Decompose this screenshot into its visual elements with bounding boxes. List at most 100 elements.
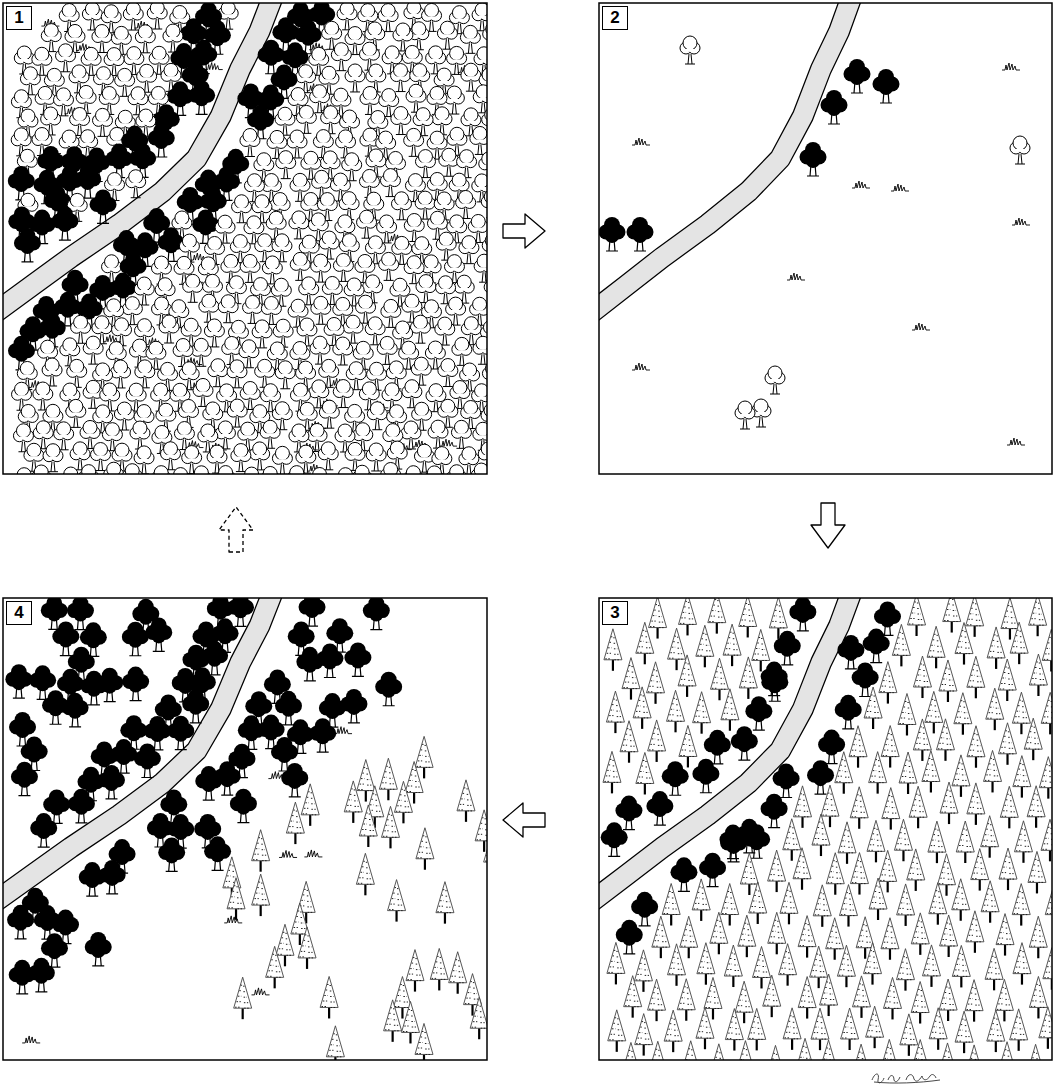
conifer-tree: [711, 658, 729, 700]
conifer-tree: [936, 719, 954, 761]
deciduous-tree: [381, 462, 401, 474]
deciduous-tree: [1010, 136, 1030, 164]
conifer-tree: [320, 976, 338, 1018]
river-bank: [599, 598, 853, 903]
panel-number-box: 4: [6, 601, 32, 625]
deciduous-tree: [231, 444, 251, 472]
deciduous-tree: [296, 105, 316, 133]
panel-frame: [3, 3, 487, 474]
conifer-tree: [986, 688, 1004, 730]
panel-number: 4: [14, 603, 23, 622]
river: [599, 598, 853, 903]
grass-tuft: [22, 1036, 40, 1043]
deciduous-tree: [439, 148, 459, 176]
conifer-tree: [911, 982, 929, 1024]
panel-number: 2: [610, 8, 619, 27]
deciduous-tree: [474, 254, 487, 282]
broadleaf-tree: [863, 629, 890, 663]
broadleaf-tree: [774, 631, 801, 665]
conifer-tree: [954, 693, 972, 735]
conifer-tree: [987, 1010, 1005, 1052]
broadleaf-tree: [145, 617, 172, 651]
conifer-tree: [955, 623, 973, 665]
broadleaf-tree: [344, 642, 371, 676]
deciduous-tree: [391, 107, 411, 135]
conifer-tree: [908, 598, 926, 636]
conifer-tree: [749, 882, 767, 924]
deciduous-tree: [437, 21, 457, 49]
broadleaf-tree: [204, 836, 231, 870]
broadleaf-tree: [601, 822, 628, 856]
conifer-tree: [864, 687, 882, 729]
deciduous-tree: [352, 465, 372, 474]
deciduous-tree: [470, 126, 487, 154]
conifer-tree: [384, 1000, 402, 1042]
conifer-tree: [388, 880, 406, 922]
conifer-tree: [298, 927, 316, 969]
deciduous-tree: [275, 361, 295, 389]
conifer-tree: [286, 802, 304, 844]
conifer-tree: [647, 662, 665, 704]
deciduous-tree: [191, 466, 211, 474]
broadleaf-tree: [704, 730, 731, 764]
artist-signature: [872, 1074, 940, 1083]
conifer-tree: [821, 785, 839, 827]
conifer-tree: [928, 821, 946, 863]
regrowing-forest: [3, 598, 487, 1060]
deciduous-tree: [14, 468, 34, 474]
deciduous-tree: [243, 295, 263, 323]
grass-tuft: [103, 335, 121, 342]
deciduous-tree: [276, 151, 296, 179]
conifer-tree: [415, 1023, 433, 1060]
conifer-tree: [839, 885, 857, 927]
conifer-tree: [724, 945, 742, 987]
broadleaf-tree: [719, 825, 746, 859]
conifer-tree: [1043, 948, 1052, 990]
cycle-arrows: [219, 214, 845, 837]
conifer-tree: [793, 848, 811, 890]
deciduous-tree: [473, 336, 487, 364]
conifer-tree: [1012, 692, 1030, 734]
deciduous-tree: [171, 468, 191, 474]
deciduous-tree: [337, 3, 357, 30]
broadleaf-tree: [90, 189, 117, 223]
conifer-tree: [697, 943, 715, 985]
deciduous-tree: [255, 359, 275, 387]
broadleaf-tree: [11, 762, 38, 796]
conifer-tree: [927, 626, 945, 668]
conifer-tree: [430, 948, 448, 990]
conifer-tree: [966, 598, 984, 637]
conifer-tree: [763, 975, 781, 1017]
broadleaf-tree: [761, 667, 788, 701]
conifer-tree: [736, 1041, 754, 1060]
conifer-tree: [929, 1008, 947, 1050]
deciduous-tree: [199, 294, 219, 322]
conifer-tree: [869, 878, 887, 920]
conifer-tree: [401, 1001, 419, 1043]
deciduous-tree: [208, 359, 228, 387]
deciduous-tree: [333, 337, 353, 365]
conifer-tree: [952, 945, 970, 987]
river: [599, 3, 853, 314]
deciduous-tree: [459, 236, 479, 264]
grass-tuft: [205, 63, 223, 70]
conifer-tree: [999, 723, 1017, 765]
deciduous-tree: [765, 366, 785, 394]
conifer-tree: [227, 878, 245, 920]
conifer-tree: [449, 952, 467, 994]
conifer-tree: [359, 805, 377, 847]
broadleaf-tree: [844, 59, 871, 93]
conifer-tree: [1027, 786, 1045, 828]
conifer-tree: [952, 755, 970, 797]
deciduous-tree: [357, 210, 377, 238]
deciduous-tree: [473, 85, 487, 113]
conifer-tree: [796, 1038, 814, 1060]
dashed-arrow: [219, 507, 253, 552]
conifer-tree: [820, 974, 838, 1016]
conifer-tree: [811, 1008, 829, 1050]
conifer-tree: [607, 942, 625, 984]
conifer-tree: [723, 624, 741, 666]
conifer-tree: [1045, 884, 1052, 926]
